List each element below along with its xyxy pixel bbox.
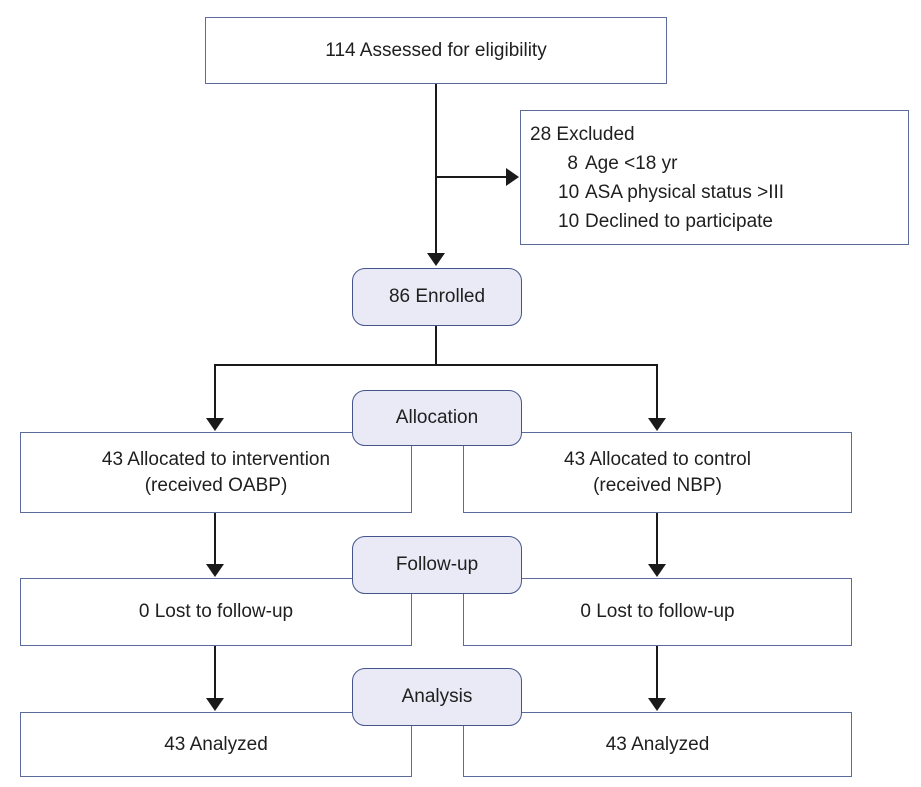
allocation-stage-box: Allocation: [352, 390, 522, 446]
analysis-left-line1: 43 Analyzed: [164, 733, 268, 755]
excluded-item-label: Declined to participate: [585, 211, 773, 232]
connector-enrolled-branch: [435, 326, 437, 366]
connector-an-left: [214, 646, 216, 699]
followup-left-line1: 0 Lost to follow-up: [138, 601, 294, 622]
assessed-box: 114 Assessed for eligibility: [205, 17, 667, 84]
analysis-left-box: 43 Analyzed: [20, 712, 412, 777]
assessed-label: 114 Assessed for eligibility: [325, 39, 547, 61]
allocation-left-box: 43 Allocated to intervention (received O…: [20, 432, 412, 513]
arrowhead-down-icon: [206, 418, 224, 431]
connector-excluded: [436, 176, 506, 178]
enrolled-box: 86 Enrolled: [352, 268, 522, 326]
analysis-right-line1: 43 Analyzed: [605, 733, 710, 755]
excluded-item-count: 10: [558, 182, 580, 203]
excluded-item-label: Age <18 yr: [585, 153, 678, 174]
arrowhead-down-icon: [648, 564, 666, 577]
arrowhead-down-icon: [648, 418, 666, 431]
arrowhead-down-icon: [427, 253, 445, 266]
followup-stage-label: Follow-up: [395, 554, 479, 575]
excluded-item-count: 8: [567, 153, 578, 174]
connector-alloc-left: [214, 366, 216, 420]
allocation-left-line2: (received OABP): [144, 474, 288, 496]
enrolled-label: 86 Enrolled: [388, 286, 486, 307]
followup-stage-box: Follow-up: [352, 536, 522, 594]
arrowhead-down-icon: [206, 564, 224, 577]
followup-left-box: 0 Lost to follow-up: [20, 578, 412, 646]
followup-right-box: 0 Lost to follow-up: [463, 578, 852, 646]
connector-an-right: [656, 646, 658, 699]
excluded-box: 28 Excluded 8 Age <18 yr 10 ASA physical…: [520, 110, 909, 245]
allocation-right-line2: (received NBP): [593, 474, 722, 496]
excluded-item: 10 ASA physical status >III: [558, 178, 784, 207]
analysis-right-box: 43 Analyzed: [463, 712, 852, 777]
allocation-left-line1: 43 Allocated to intervention: [101, 448, 331, 470]
excluded-item-label: ASA physical status >III: [585, 182, 785, 203]
analysis-stage-label: Analysis: [401, 686, 473, 707]
connector-fu-left: [214, 513, 216, 565]
followup-right-line1: 0 Lost to follow-up: [580, 601, 735, 622]
excluded-item: 8 Age <18 yr: [558, 149, 677, 178]
analysis-stage-box: Analysis: [352, 668, 522, 726]
connector-assessed-enrolled: [435, 84, 437, 255]
excluded-item-count: 10: [558, 211, 580, 232]
excluded-item: 10 Declined to participate: [558, 207, 773, 236]
excluded-header: 28 Excluded: [530, 124, 635, 145]
allocation-right-line1: 43 Allocated to control: [564, 448, 751, 470]
arrowhead-down-icon: [648, 698, 666, 711]
allocation-stage-label: Allocation: [395, 407, 479, 428]
allocation-right-box: 43 Allocated to control (received NBP): [463, 432, 852, 513]
arrowhead-right-icon: [506, 168, 519, 186]
connector-alloc-right: [656, 366, 658, 420]
connector-fu-right: [656, 513, 658, 565]
branch-line: [214, 364, 658, 366]
arrowhead-down-icon: [206, 698, 224, 711]
